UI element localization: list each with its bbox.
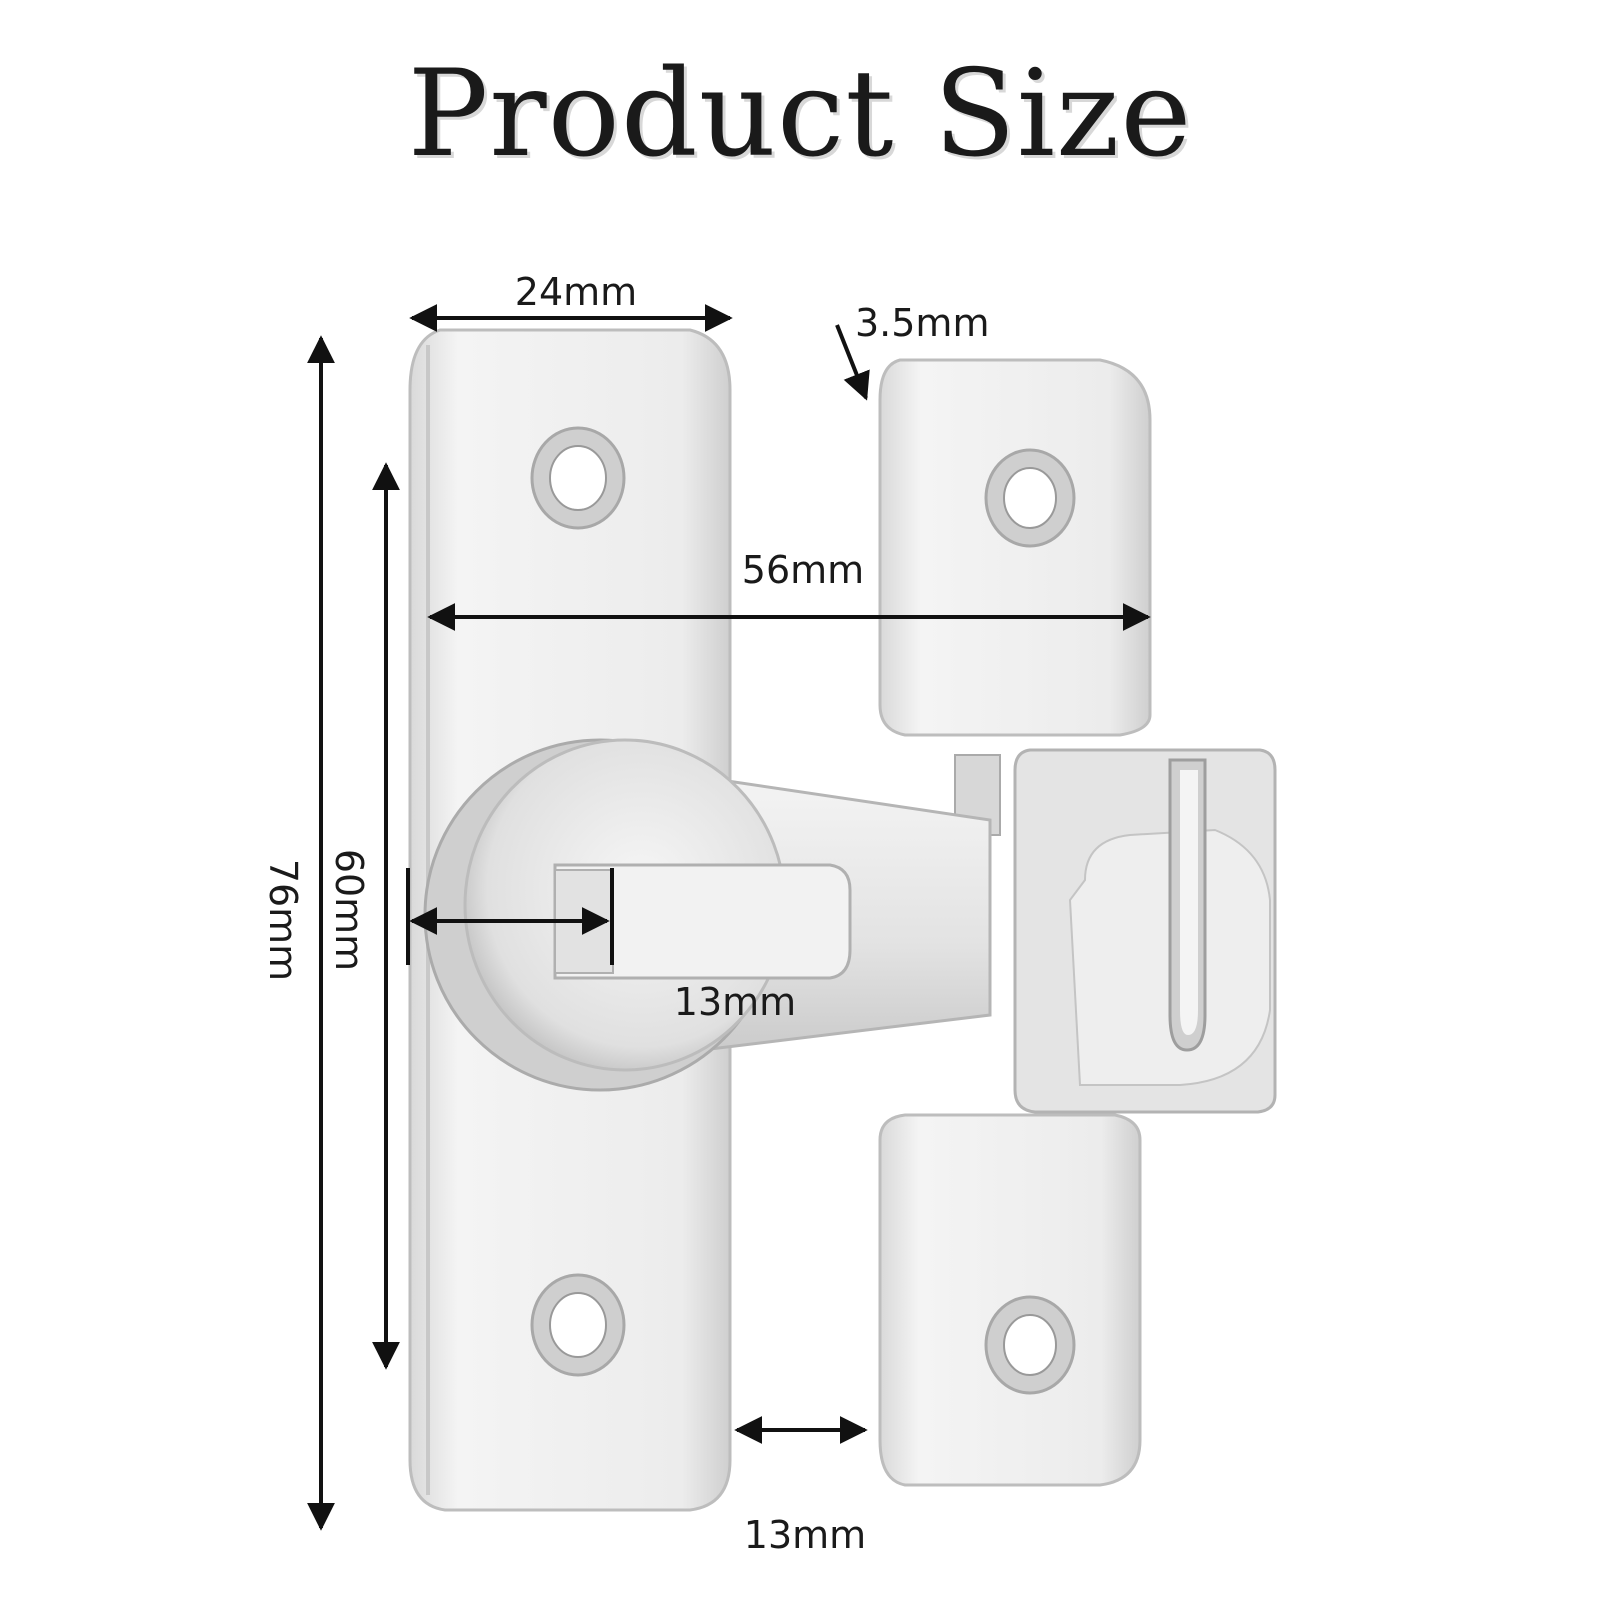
label-hole-pitch: 60mm [327,849,371,971]
label-span: 56mm [742,548,864,592]
label-knob: 13mm [674,980,796,1024]
dim-line-thickness [835,324,870,401]
label-width-top: 24mm [515,270,637,314]
keeper-block [954,748,1277,1114]
bolt-knob [553,863,852,980]
bolt-arm [423,738,992,1092]
label-height: 76mm [261,859,305,981]
label-thickness: 3.5mm [855,301,989,345]
right-plate [878,358,1152,1487]
label-gap: 13mm [744,1513,866,1557]
dimension-lines [307,304,1151,1531]
page-title: Product Size [407,45,1193,184]
